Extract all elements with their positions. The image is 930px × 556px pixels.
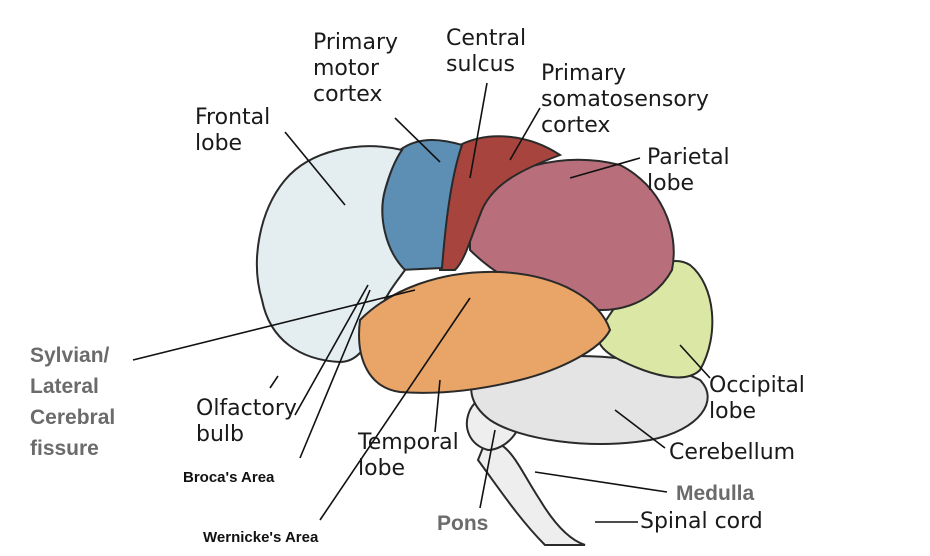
label-pons: Pons [437,512,489,535]
leader-lines [132,82,711,523]
label-primary-somatosensory-cortex: Primary somatosensory cortex [541,61,709,138]
label-sylvian-fissure: Sylvian/ Lateral Cerebral fissure [30,344,116,460]
label-central-sulcus: Central sulcus [446,26,527,77]
label-wernickes-area: Wernicke's Area [203,529,319,546]
label-frontal-lobe: Frontal lobe [195,105,271,156]
brainstem-region [476,438,586,546]
label-primary-motor-cortex: Primary motor cortex [313,30,399,107]
label-olfactory-bulb: Olfactory bulb [196,396,297,447]
label-spinal-cord: Spinal cord [640,509,763,534]
label-cerebellum: Cerebellum [669,440,796,465]
label-parietal-lobe: Parietal lobe [647,145,730,196]
label-temporal-lobe: Temporal lobe [358,430,459,481]
label-medulla: Medulla [676,482,755,505]
label-occipital-lobe: Occipital lobe [709,373,805,424]
temporal-lobe-region [358,270,612,394]
label-brocas-area: Broca's Area [183,469,275,486]
